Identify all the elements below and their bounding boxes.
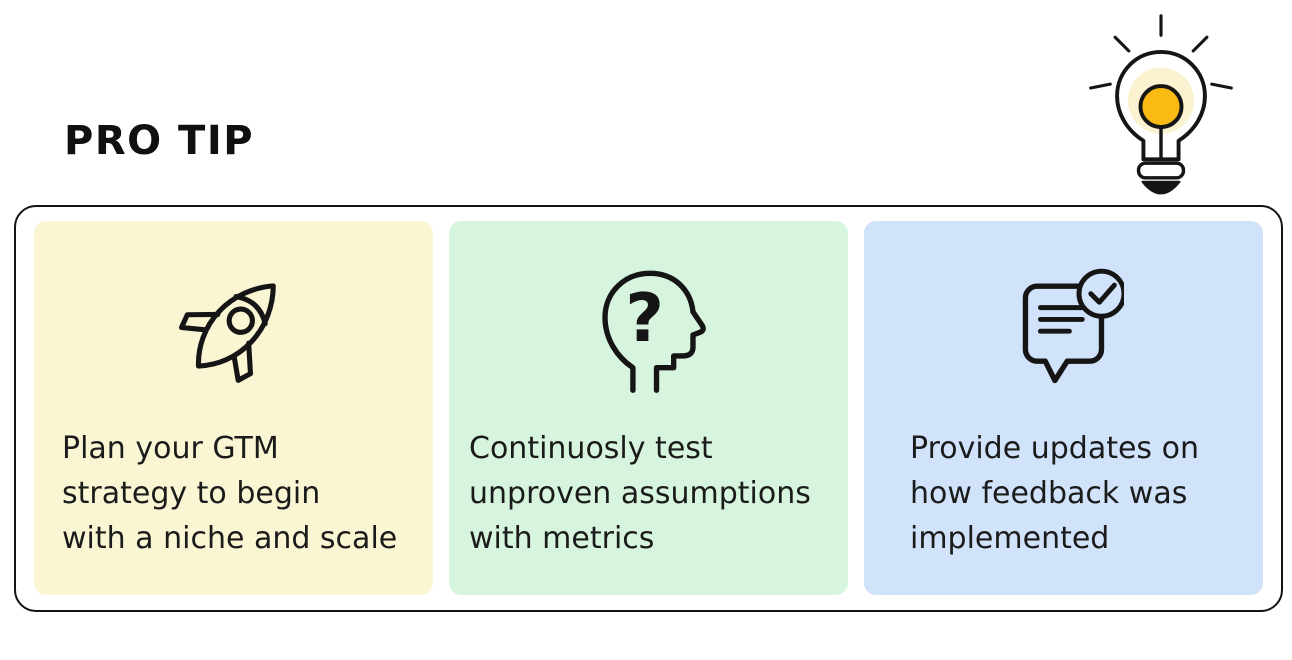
rocket-icon (178, 283, 276, 383)
lightbulb-icon (1089, 14, 1233, 195)
feedback-check-icon (1022, 268, 1124, 384)
card-plan-gtm-strategy: Plan your GTM strategy to begin with a n… (34, 221, 433, 595)
card-text-test-assumptions: Continuosly test unproven assumptions wi… (469, 431, 811, 556)
page-title: PRO TIP (64, 118, 255, 164)
card-text-feedback-updates: Provide updates on how feedback was impl… (910, 431, 1199, 556)
card-feedback-updates: Provide updates on how feedback was impl… (864, 221, 1263, 595)
card-text-plan-gtm: Plan your GTM strategy to begin with a n… (62, 431, 398, 556)
tips-panel: Plan your GTM strategy to begin with a n… (14, 205, 1283, 612)
card-test-assumptions: ? Continuosly test unproven assumptions … (449, 221, 848, 595)
svg-text:?: ? (625, 279, 664, 357)
question-head-icon: ? (601, 270, 706, 393)
